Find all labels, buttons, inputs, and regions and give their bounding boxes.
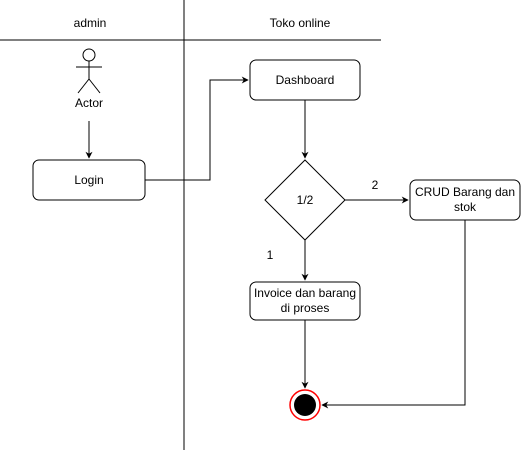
decision-label: 1/2 xyxy=(297,193,314,207)
edge-label-2: 2 xyxy=(372,178,379,192)
dashboard-label: Dashboard xyxy=(276,73,335,87)
lane-title-toko-online: Toko online xyxy=(270,16,331,30)
actor-label: Actor xyxy=(75,96,103,110)
crud-node[interactable]: CRUD Barang dan stok xyxy=(409,179,521,221)
lane-title-admin: admin xyxy=(74,16,107,30)
decision-node[interactable]: 1/2 xyxy=(264,159,346,241)
edge-crud-to-end xyxy=(321,220,466,409)
invoice-label-line1: Invoice dan barang xyxy=(254,286,356,300)
login-label: Login xyxy=(74,173,103,187)
end-node-icon[interactable] xyxy=(289,389,321,421)
invoice-label-line2: di proses xyxy=(281,301,330,315)
actor-icon[interactable] xyxy=(76,48,102,94)
edge-login-to-dashboard xyxy=(145,76,249,181)
invoice-node[interactable]: Invoice dan barang di proses xyxy=(249,281,361,321)
crud-label-line1: CRUD Barang dan xyxy=(415,185,515,199)
dashboard-node[interactable]: Dashboard xyxy=(249,59,361,101)
crud-label-line2: stok xyxy=(454,200,477,214)
login-node[interactable]: Login xyxy=(32,159,146,201)
edge-label-1: 1 xyxy=(267,248,274,262)
